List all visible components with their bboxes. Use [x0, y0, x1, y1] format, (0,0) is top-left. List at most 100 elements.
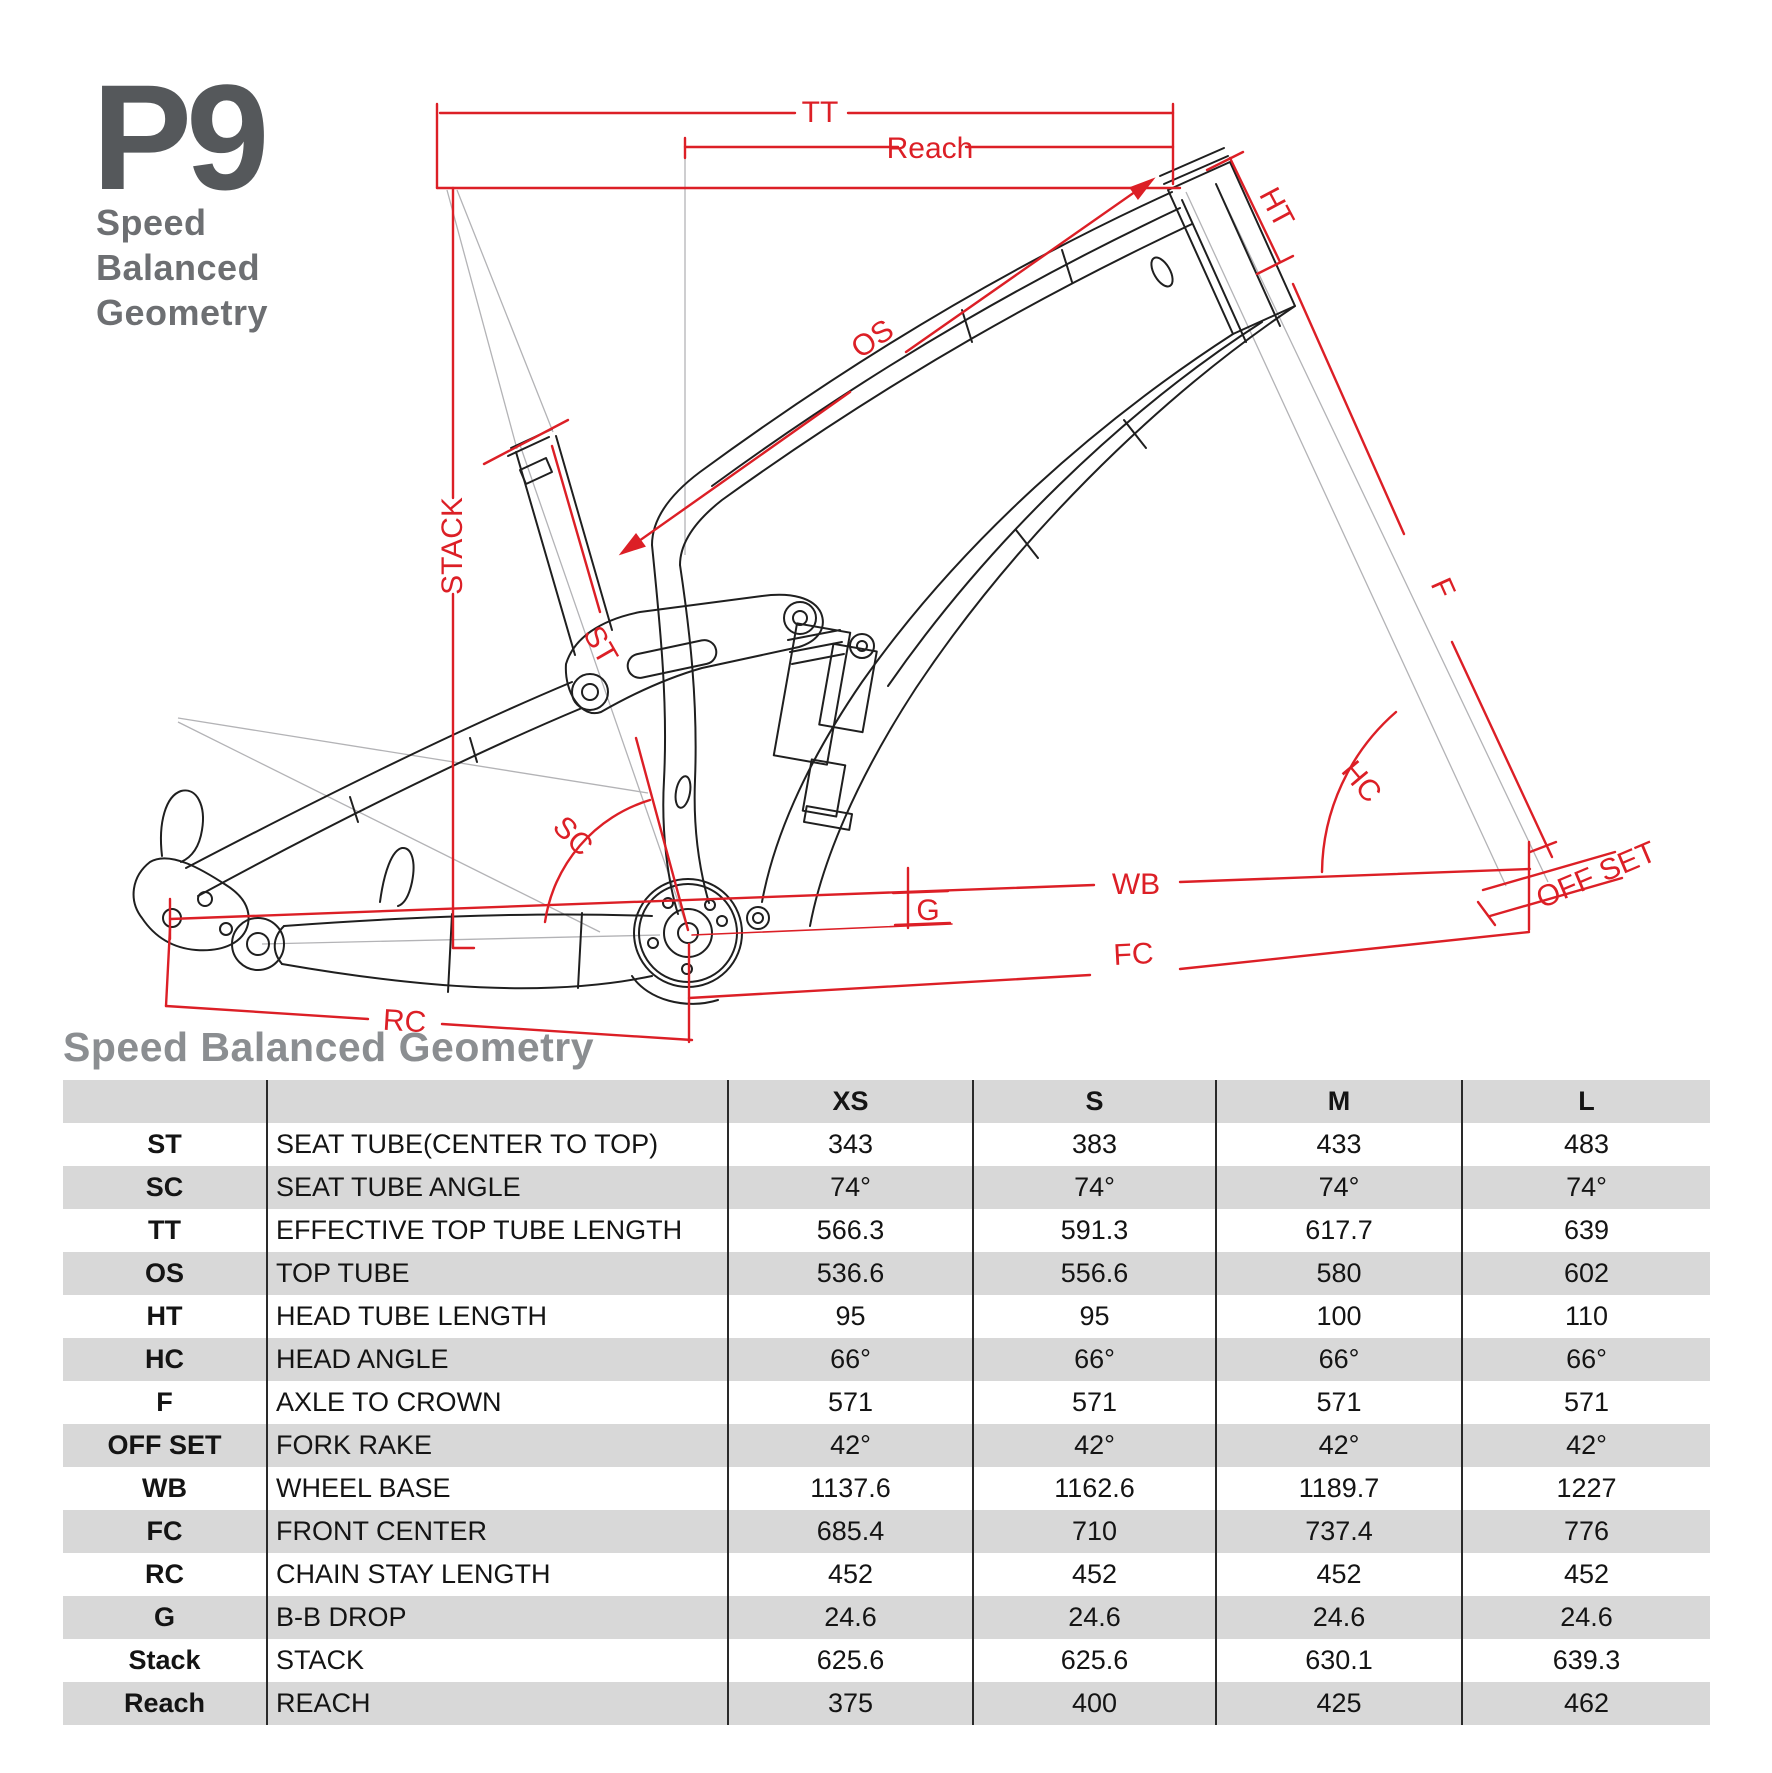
- cell-value: 433: [1215, 1123, 1462, 1166]
- row-abbr: Stack: [128, 1645, 201, 1675]
- cell-value: 452: [972, 1553, 1216, 1596]
- row-desc: FORK RAKE: [266, 1424, 728, 1467]
- cell-value: 580: [1215, 1252, 1462, 1295]
- header-abbr-blank: [63, 1080, 267, 1123]
- cell-value: 74°: [972, 1166, 1216, 1209]
- cell-value: 452: [1215, 1553, 1462, 1596]
- dim-f: [1291, 282, 1558, 859]
- table-row-reach: Reach REACH 375 400 425 462: [63, 1682, 1710, 1725]
- cell-value: 1227: [1461, 1467, 1710, 1510]
- dimension-lines: [164, 102, 1624, 1044]
- cell-value: 556.6: [972, 1252, 1216, 1295]
- cell-value: 74°: [1215, 1166, 1462, 1209]
- label-offset: OFF SET: [1532, 835, 1661, 915]
- cell-value: 536.6: [727, 1252, 973, 1295]
- dim-reach: [683, 136, 1175, 160]
- row-desc: HEAD TUBE LENGTH: [266, 1295, 728, 1338]
- cell-value: 452: [1461, 1553, 1710, 1596]
- row-abbr: WB: [142, 1473, 187, 1503]
- row-abbr: OS: [63, 1252, 267, 1295]
- cell-value: 1137.6: [727, 1467, 973, 1510]
- cell-value: 571: [1215, 1381, 1462, 1424]
- cell-value: 571: [1461, 1381, 1710, 1424]
- down-tube: [761, 305, 1296, 927]
- row-desc: REACH: [266, 1682, 728, 1725]
- header-size-s: S: [972, 1080, 1216, 1123]
- row-abbr: FC: [63, 1510, 267, 1553]
- table-row-g: G B-B DROP 24.6 24.6 24.6 24.6: [63, 1596, 1710, 1639]
- cell-value: 42°: [1215, 1424, 1462, 1467]
- cell-value: 24.6: [1461, 1596, 1710, 1639]
- cell-value: 737.4: [1215, 1510, 1462, 1553]
- cell-value: 617.7: [1215, 1209, 1462, 1252]
- row-desc: TOP TUBE: [266, 1252, 728, 1295]
- dim-st: [482, 418, 690, 932]
- rocker-link: [564, 593, 824, 715]
- cell-value: 375: [727, 1682, 973, 1725]
- cell-value: 95: [972, 1295, 1216, 1338]
- chainstay-tube: [231, 847, 653, 993]
- dim-rc: [164, 926, 694, 1042]
- seat-tube: [507, 428, 710, 915]
- cell-value: 95: [727, 1295, 973, 1338]
- row-abbr: HC: [63, 1338, 267, 1381]
- label-os: OS: [845, 313, 899, 365]
- cell-value: 400: [972, 1682, 1216, 1725]
- row-abbr: TT: [148, 1215, 181, 1245]
- cell-value: 1189.7: [1215, 1467, 1462, 1510]
- header-size-xs: XS: [727, 1080, 973, 1123]
- dim-tt: [435, 102, 1175, 190]
- label-rc: RC: [382, 1004, 427, 1040]
- row-desc: SEAT TUBE ANGLE: [266, 1166, 728, 1209]
- construction-lines: [177, 157, 1549, 945]
- cell-value: 74°: [1461, 1166, 1710, 1209]
- table-row-fc: FC FRONT CENTER 685.4 710 737.4 776: [63, 1510, 1710, 1553]
- logo-tagline: Speed Balanced Geometry: [96, 200, 268, 335]
- logo-model-name: P9: [92, 53, 270, 221]
- label-sc: SC: [546, 810, 599, 863]
- table-row-sc: SC SEAT TUBE ANGLE 74° 74° 74° 74°: [63, 1166, 1710, 1209]
- dim-sc-arc: [543, 798, 652, 924]
- cell-value: 100: [1215, 1295, 1462, 1338]
- cell-value: 66°: [972, 1338, 1216, 1381]
- table-row-f: F AXLE TO CROWN 571 571 571 571: [63, 1381, 1710, 1424]
- label-g: G: [916, 894, 939, 927]
- header-desc-blank: [266, 1080, 728, 1123]
- cell-value: 42°: [972, 1424, 1216, 1467]
- row-desc: HEAD ANGLE: [266, 1338, 728, 1381]
- header-size-m: M: [1215, 1080, 1462, 1123]
- dim-os: [618, 177, 1156, 556]
- frame-geometry-diagram: TT Reach OS STACK ST SC HT F HC WB G OFF…: [132, 96, 1661, 1044]
- dim-offset: [1476, 840, 1624, 932]
- logo-tagline-line-3: Geometry: [96, 292, 269, 333]
- cell-value: 685.4: [727, 1510, 973, 1553]
- table-row-rc: RC CHAIN STAY LENGTH 452 452 452 452: [63, 1553, 1710, 1596]
- rear-dropout: [132, 789, 250, 952]
- label-hc: HC: [1335, 755, 1388, 809]
- top-tube: [651, 191, 1193, 566]
- table-row-tt: TT EFFECTIVE TOP TUBE LENGTH 566.3 591.3…: [63, 1209, 1710, 1252]
- row-abbr: RC: [145, 1559, 184, 1589]
- dim-fc: [687, 930, 1531, 1044]
- row-abbr: SC: [63, 1166, 267, 1209]
- row-desc: CHAIN STAY LENGTH: [266, 1553, 728, 1596]
- cell-value: 42°: [1461, 1424, 1710, 1467]
- cell-value: 74°: [727, 1166, 973, 1209]
- row-desc: STACK: [266, 1639, 728, 1682]
- geometry-table: XS S M L ST SEAT TUBE(CENTER TO TOP) 343…: [63, 1080, 1710, 1725]
- cell-value: 571: [727, 1381, 973, 1424]
- cell-value: 452: [727, 1553, 973, 1596]
- cell-value: 625.6: [727, 1639, 973, 1682]
- label-f: F: [1424, 573, 1462, 603]
- logo-tagline-line-2: Balanced: [96, 247, 261, 288]
- rear-shock: [772, 601, 878, 831]
- table-header-row: XS S M L: [63, 1080, 1710, 1123]
- row-desc: WHEEL BASE: [266, 1467, 728, 1510]
- row-abbr: F: [156, 1387, 173, 1417]
- table-row-ht: HT HEAD TUBE LENGTH 95 95 100 110: [63, 1295, 1710, 1338]
- table-title: Speed Balanced Geometry: [63, 1024, 595, 1070]
- row-desc: FRONT CENTER: [266, 1510, 728, 1553]
- header-size-l: L: [1461, 1080, 1710, 1123]
- dimension-labels: TT Reach OS STACK ST SC HT F HC WB G OFF…: [382, 96, 1661, 1039]
